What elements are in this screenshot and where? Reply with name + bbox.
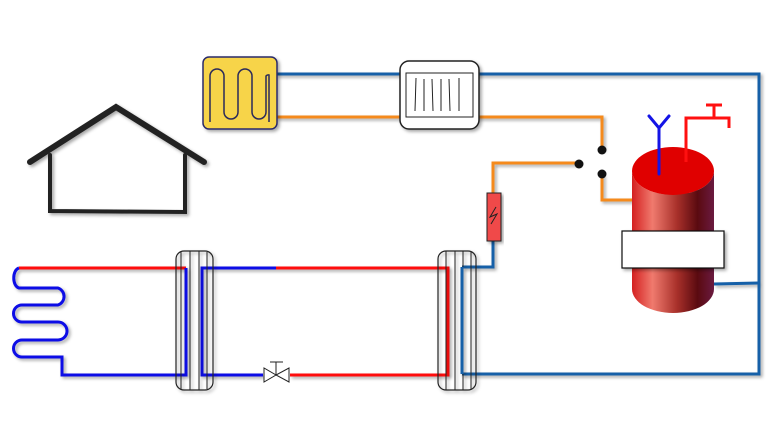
switch-valve-icon[interactable] <box>574 145 607 179</box>
radiator[interactable] <box>399 60 480 130</box>
hot-discharge-line <box>276 266 450 377</box>
electric-heater[interactable] <box>486 192 502 242</box>
tap-icon <box>684 103 731 162</box>
expansion-valve[interactable] <box>263 361 290 383</box>
underfloor-coil-icon <box>209 68 270 122</box>
valve-icon <box>263 361 290 383</box>
plate-heat-exchanger-icon <box>175 250 214 391</box>
radiator-fins-icon <box>414 77 460 112</box>
ground-loop-icon <box>12 266 188 377</box>
supply-pipe-top <box>276 72 761 376</box>
condenser[interactable] <box>437 250 477 391</box>
heater-feed-pipe <box>462 240 495 269</box>
tank-top <box>632 147 714 195</box>
house-icon <box>27 103 207 215</box>
heater-element-icon <box>488 206 499 225</box>
plate-heat-exchanger-icon <box>437 250 477 391</box>
radiator-return-pipe <box>276 115 604 150</box>
tank-label <box>621 230 725 269</box>
y-inlet-icon <box>647 114 671 176</box>
hot-water-tank[interactable] <box>621 147 725 313</box>
underfloor-heating[interactable] <box>202 56 278 130</box>
evaporator[interactable] <box>175 250 214 391</box>
tank-feed-pipe <box>600 174 632 202</box>
water-pipes <box>276 72 761 376</box>
refrigerant-pipes <box>12 266 450 377</box>
heater-outlet-pipe <box>491 161 579 193</box>
cold-suction-line <box>200 266 276 377</box>
tank-return-pipe <box>713 281 760 286</box>
